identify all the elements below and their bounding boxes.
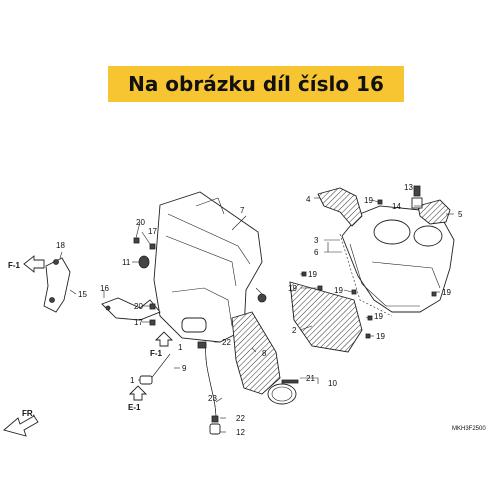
air-cleaner-housing <box>339 205 455 317</box>
ref-label-f1-mid: F-1 <box>150 349 163 358</box>
banner-text: Na obrázku díl číslo 16 <box>128 72 384 96</box>
callouts: 7 4 3 6 13 14 5 19 19 19 19 19 19 19 2 2… <box>56 183 463 437</box>
bolt-13 <box>411 185 423 209</box>
callout-3: 3 <box>314 236 319 245</box>
direction-label: FR. <box>22 409 35 418</box>
callout-2: 2 <box>292 326 297 335</box>
callout-20-b: 20 <box>134 302 143 311</box>
callout-19-f: 19 <box>376 332 385 341</box>
intake-hose <box>231 311 281 395</box>
side-bracket-15 <box>43 257 71 313</box>
callout-10: 10 <box>328 379 337 388</box>
ref-label-f1-left: F-1 <box>8 261 21 270</box>
drain-tube-23 <box>205 343 217 421</box>
diagram-code: MKH3F2500 <box>452 426 486 432</box>
callout-1-b: 1 <box>130 376 135 385</box>
grommet-11 <box>138 255 150 269</box>
callout-19-b: 19 <box>308 270 317 279</box>
callout-12: 12 <box>236 428 245 437</box>
callout-14: 14 <box>392 202 401 211</box>
callout-13: 13 <box>404 183 413 192</box>
callout-11: 11 <box>122 258 131 267</box>
callout-1-a: 1 <box>178 343 183 352</box>
callout-20-a: 20 <box>136 218 145 227</box>
front-direction-arrow <box>3 415 39 437</box>
callout-19-c: 19 <box>288 284 297 293</box>
callout-17-a: 17 <box>148 227 157 236</box>
drain-plug <box>209 423 221 435</box>
drain-tube-9 <box>139 353 171 385</box>
callout-9: 9 <box>182 364 187 373</box>
callout-19-e: 19 <box>374 312 383 321</box>
callout-19-g: 19 <box>442 288 451 297</box>
part-number-banner: Na obrázku díl číslo 16 <box>108 66 404 102</box>
callout-18: 18 <box>56 241 65 250</box>
air-filter-element <box>289 281 363 353</box>
callout-22-b: 22 <box>236 414 245 423</box>
callout-16: 16 <box>100 284 109 293</box>
callout-22-a: 22 <box>222 338 231 347</box>
callout-17-b: 17 <box>134 318 143 327</box>
callout-19-d: 19 <box>334 286 343 295</box>
ref-arrow-e1 <box>128 385 148 401</box>
callout-7: 7 <box>240 206 245 215</box>
callout-4: 4 <box>306 195 311 204</box>
callout-19-a: 19 <box>364 196 373 205</box>
funnel-piece <box>417 199 451 225</box>
callout-6: 6 <box>314 248 319 257</box>
leader-lines <box>59 197 454 433</box>
upper-duct <box>317 187 363 227</box>
hose-clamp <box>267 383 297 405</box>
callout-21: 21 <box>306 374 315 383</box>
ref-label-e1: E-1 <box>128 403 141 412</box>
fasteners <box>133 199 437 423</box>
air-cleaner-case <box>153 191 263 343</box>
ref-arrow-f1-left <box>23 255 45 273</box>
callout-23: 23 <box>208 394 217 403</box>
ref-arrow-f1-mid <box>154 331 174 347</box>
callout-15: 15 <box>78 290 87 299</box>
callout-8: 8 <box>262 349 267 358</box>
callout-5: 5 <box>458 210 463 219</box>
